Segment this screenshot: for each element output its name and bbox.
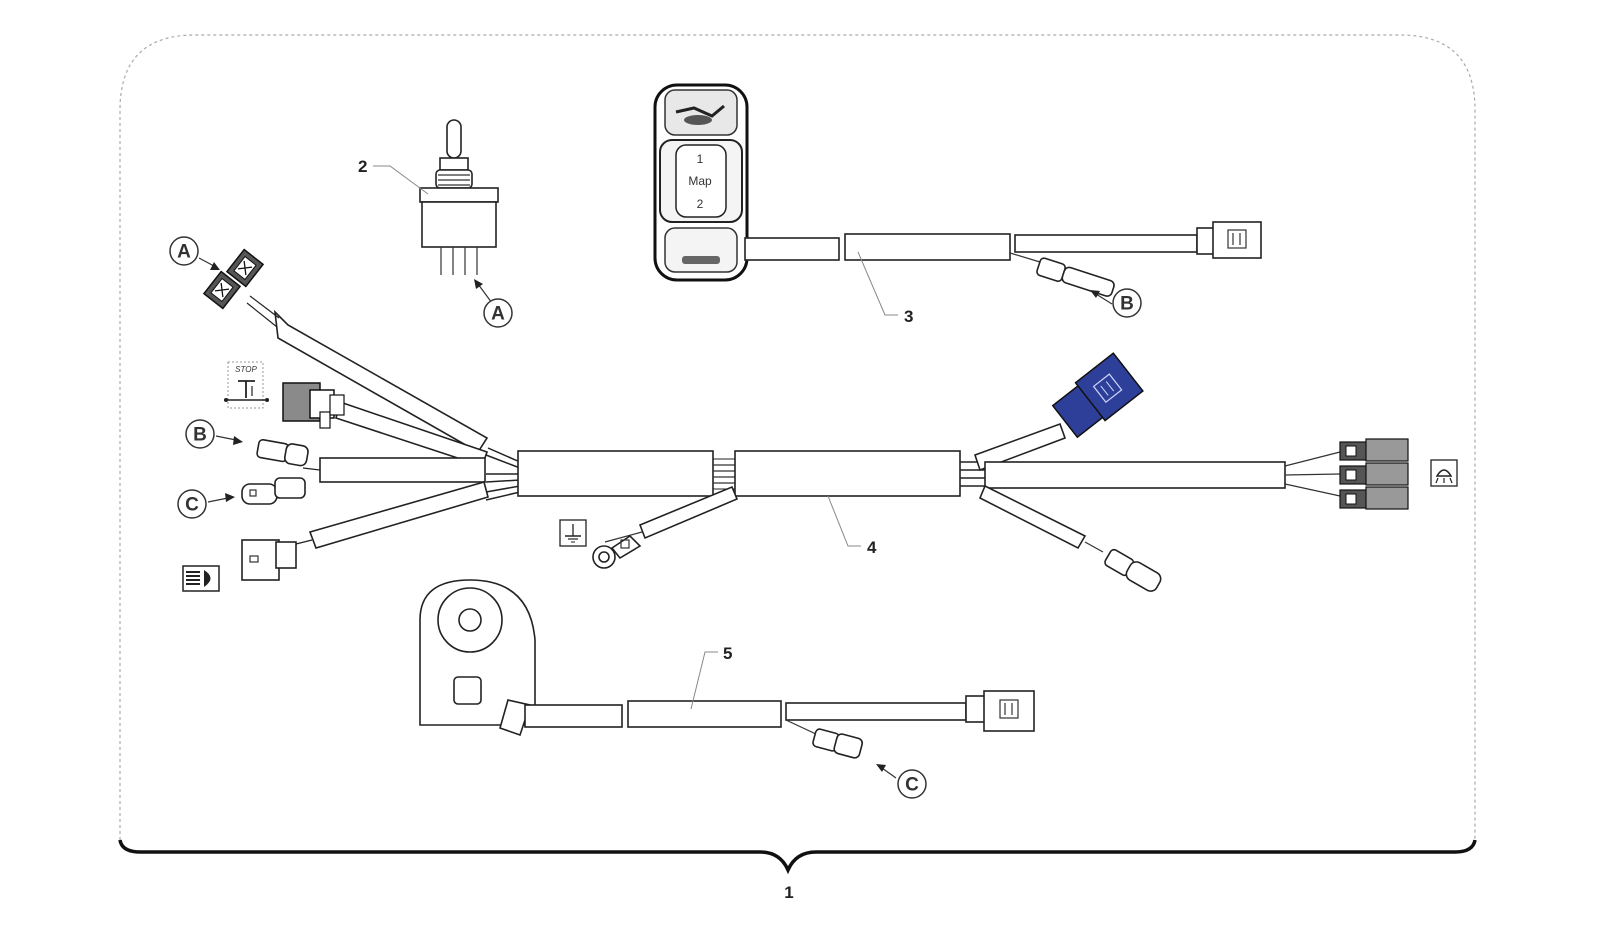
leader-5: [690, 651, 718, 710]
ref-b-left: B: [193, 425, 207, 446]
ref-circle-c-bottom: [897, 769, 927, 799]
assembly-frame: [119, 34, 1476, 840]
stop-symbol-label: STOP: [235, 365, 257, 374]
leader-2: [373, 165, 429, 195]
bullet-connector-c-left: [241, 477, 306, 505]
ref-a-left: A: [177, 242, 191, 263]
spade-terminal-a2: [202, 270, 242, 310]
ref-b-right: B: [1120, 294, 1134, 315]
arrow-a-top: [477, 283, 493, 304]
map-switch-label-map: Map: [688, 174, 712, 188]
map-harness-connector: [1212, 221, 1262, 259]
headlight-terminals: [1339, 438, 1409, 510]
callout-5: 5: [723, 644, 732, 663]
ref-a-top: A: [491, 304, 505, 325]
headlight-icon: [1430, 459, 1458, 487]
leader-3: [857, 251, 898, 316]
ref-c-bottom: C: [905, 775, 919, 796]
map-switch-label-2: 2: [697, 197, 704, 211]
oil-icon: [675, 104, 725, 125]
callout-1: 1: [784, 883, 793, 902]
key-harness-connector: [983, 690, 1035, 732]
ref-circle-c-left: [177, 489, 207, 519]
callout-2: 2: [358, 157, 367, 176]
callout-4: 4: [867, 538, 877, 557]
main-harness: [246, 295, 1341, 553]
spade-terminal-a1: [225, 248, 265, 288]
key-switch: [419, 579, 536, 737]
blue-connector: [1051, 352, 1144, 439]
high-beam-icon: [182, 565, 220, 592]
map-switch-label-1: 1: [697, 152, 704, 166]
map-switch: 1 Map 2: [653, 83, 749, 282]
map-harness-bullet-b: [1036, 257, 1115, 297]
ref-circle-b-left: [185, 419, 215, 449]
assembly-brace: [118, 839, 1477, 875]
ref-circle-b-right: [1112, 288, 1142, 318]
leader-4: [827, 495, 861, 547]
headlight-plug-connector: [241, 539, 297, 581]
stop-switch-icon: STOP: [224, 361, 269, 409]
bullet-connector-b-left: [256, 438, 309, 467]
stop-switch-connector: [282, 382, 345, 429]
toggle-switch: [419, 119, 499, 275]
bullet-connector-main-right: [1104, 548, 1162, 592]
ground-icon: [559, 519, 587, 547]
ref-circle-a-top: [483, 298, 513, 328]
ground-ring-terminal: [592, 534, 642, 569]
ref-circle-a-left: [169, 236, 199, 266]
callout-3: 3: [904, 307, 913, 326]
key-harness-bullet-c: [812, 728, 864, 759]
ref-c-left: C: [185, 495, 199, 516]
